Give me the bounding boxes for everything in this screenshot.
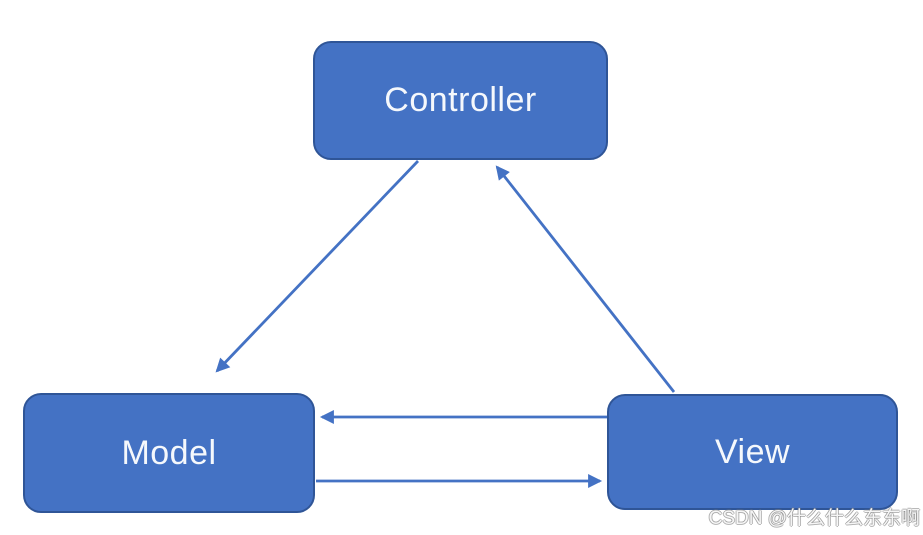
node-view: View — [607, 394, 898, 510]
node-model-label: Model — [121, 433, 217, 472]
node-view-label: View — [714, 432, 791, 471]
arrow-controller-to-model — [215, 160, 420, 373]
arrow-view-to-controller — [495, 165, 676, 393]
node-controller-label: Controller — [384, 81, 537, 119]
node-model: Model — [23, 393, 315, 513]
watermark: CSDN @什么什么东东啊 — [708, 508, 920, 529]
node-controller: Controller — [313, 41, 608, 160]
